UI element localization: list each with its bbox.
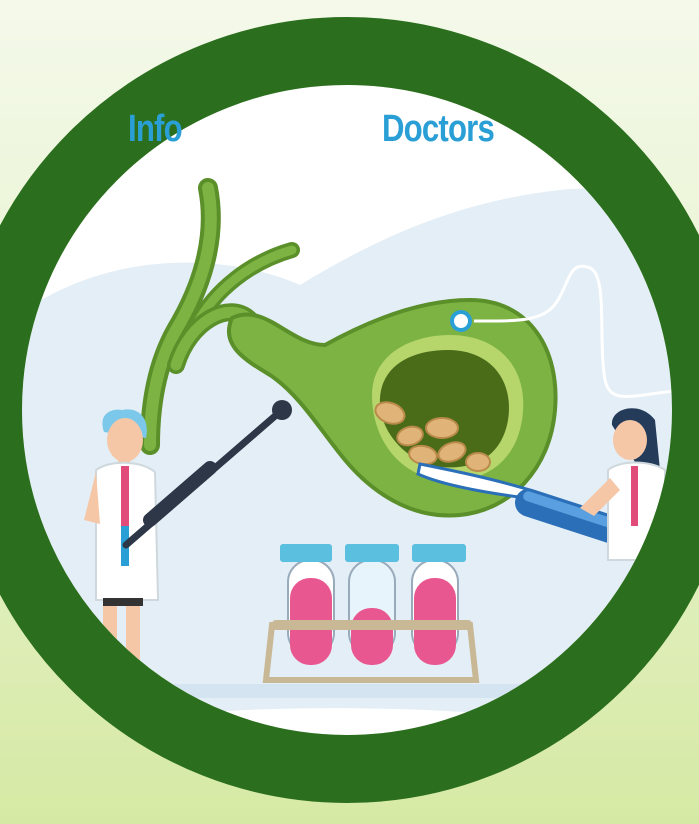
sensor-node bbox=[450, 310, 472, 332]
nav-link-info[interactable]: Info bbox=[128, 108, 183, 150]
scoop-instrument bbox=[416, 462, 626, 544]
sensor-cable bbox=[473, 264, 672, 399]
test-tube-rack bbox=[262, 544, 480, 683]
bile-ducts bbox=[140, 178, 300, 455]
probe-instrument bbox=[122, 400, 292, 549]
gallstones bbox=[374, 401, 491, 472]
nav-link-doctors[interactable]: Doctors bbox=[382, 108, 495, 150]
frame-ring bbox=[0, 17, 699, 803]
